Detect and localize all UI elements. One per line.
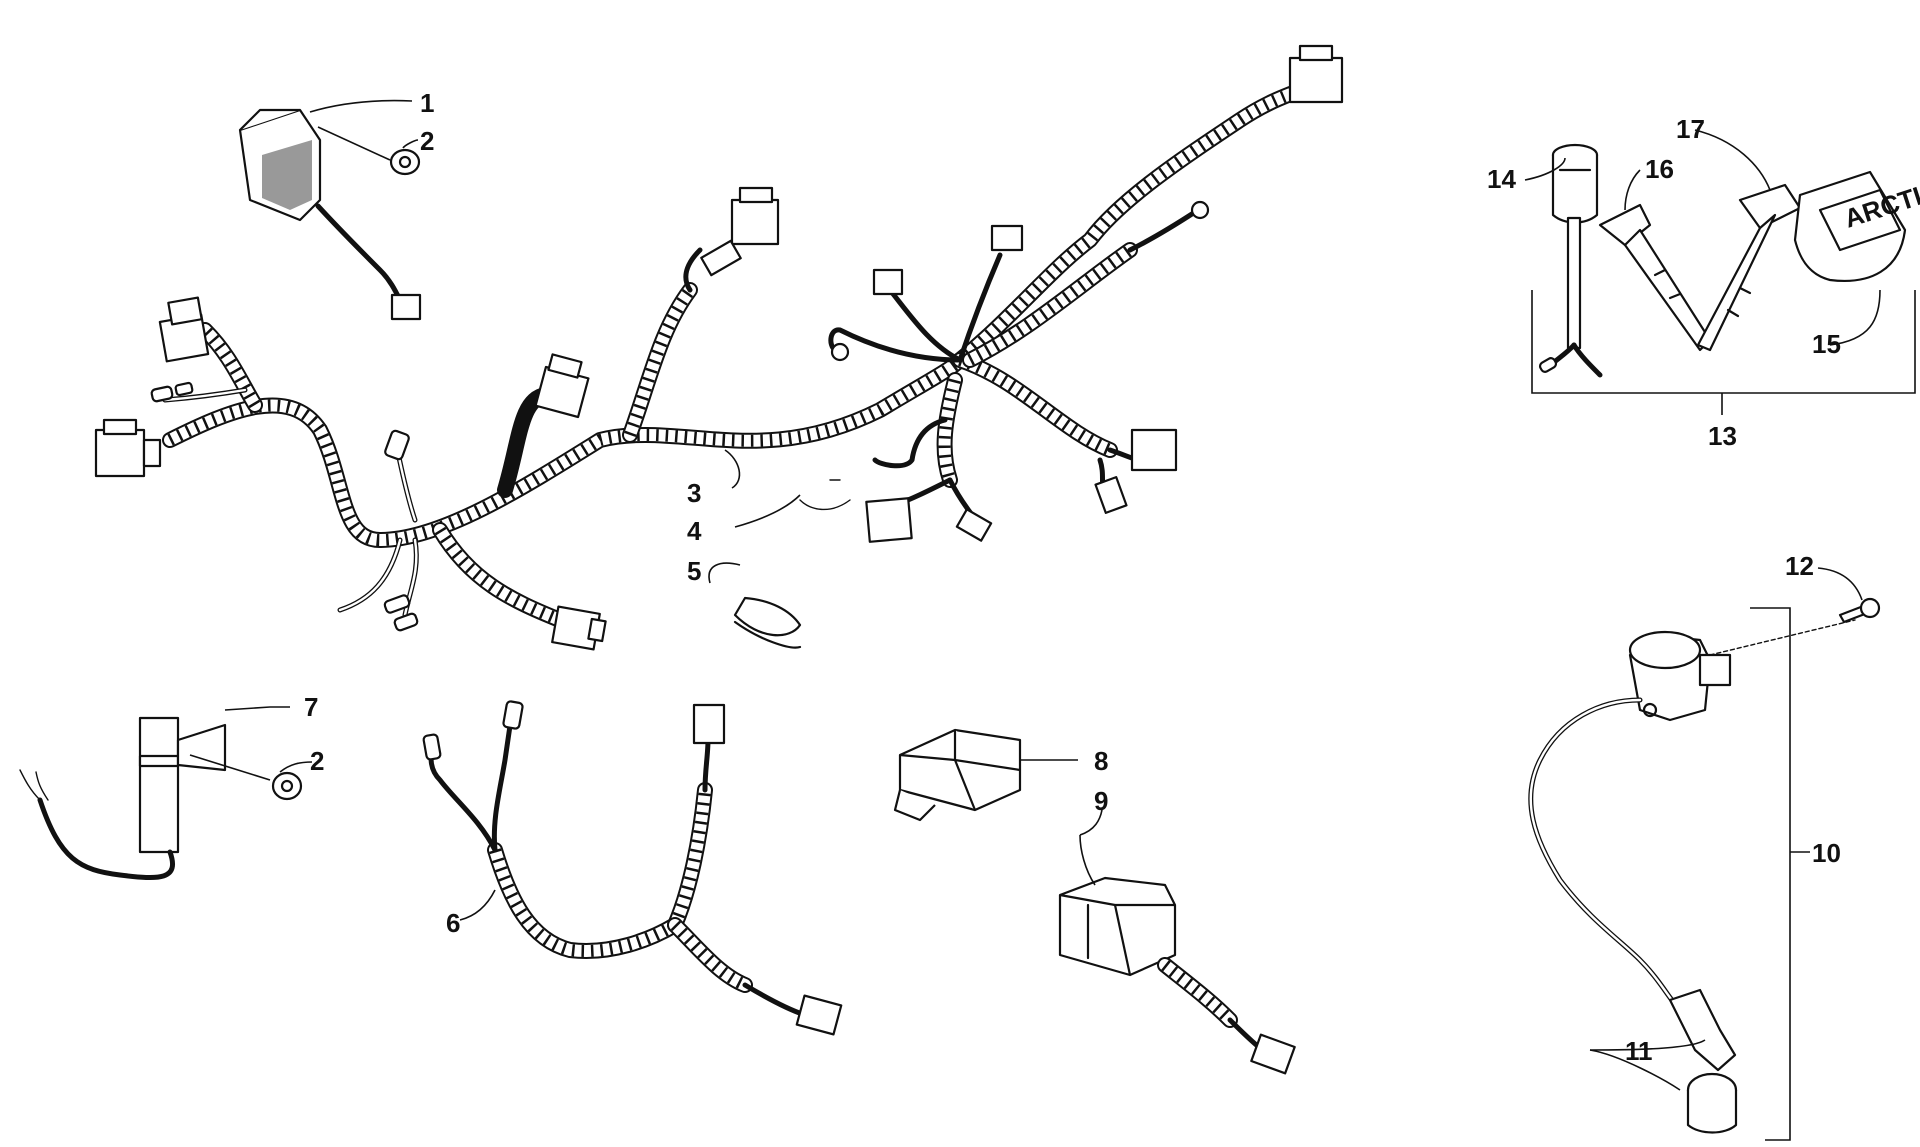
connector-leaf-5: [733, 596, 802, 649]
main-wiring-harness: [94, 44, 1344, 651]
bracket-10: [1750, 607, 1810, 1141]
connector-mid-left: [534, 353, 590, 419]
connector-center-small-1: [872, 268, 904, 296]
callout-7: 7: [304, 692, 318, 722]
key-fob-15: ARCTIC CAT: [1793, 157, 1920, 282]
callout-9: 9: [1094, 786, 1108, 816]
callout-2-lower: 2: [310, 746, 324, 776]
ignition-switch-14: [1538, 143, 1603, 378]
key-17: [1696, 183, 1802, 352]
callout-4: 4: [687, 516, 702, 546]
callout-8: 8: [1094, 746, 1108, 776]
callout-13: 13: [1708, 421, 1737, 451]
connector-left: [94, 418, 162, 478]
nut-upper: [389, 148, 421, 176]
switch-7: [19, 716, 227, 881]
terminal-bottom-left: [383, 429, 419, 632]
connector-upper-left: [158, 296, 210, 363]
connector-lower-center: [551, 605, 607, 651]
callout-10: 10: [1812, 838, 1841, 868]
callout-3: 3: [687, 478, 701, 508]
ignition-coil-10: [1528, 619, 1856, 1134]
connector-right-hub: [1094, 428, 1178, 514]
callout-15: 15: [1812, 329, 1841, 359]
leader-lines: [189, 99, 1881, 1091]
nut-lower: [271, 771, 303, 801]
connector-center-small-2: [990, 224, 1024, 252]
regulator: [238, 108, 422, 321]
sub-harness-6: [422, 700, 843, 1036]
callout-2-upper: 2: [420, 126, 434, 156]
connector-top-right: [1288, 44, 1344, 104]
connector-mid-top: [700, 186, 780, 277]
callout-5: 5: [687, 556, 701, 586]
callout-16: 16: [1645, 154, 1674, 184]
connector-lower-hub: [865, 497, 993, 543]
relay-9: [1058, 876, 1296, 1075]
screw-12: [1838, 597, 1881, 624]
callout-17: 17: [1676, 114, 1705, 144]
relay-8: [893, 728, 1022, 822]
callout-1: 1: [420, 88, 434, 118]
key-16: [1598, 203, 1712, 352]
terminal-left: [150, 381, 194, 403]
callout-numbers: 1 2 3 4 5 6 7 2 8 9 10 11 12 13 14 15 16…: [304, 88, 1841, 1066]
callout-14: 14: [1487, 164, 1516, 194]
callout-11: 11: [1625, 1036, 1653, 1066]
callout-6: 6: [446, 908, 460, 938]
bracket-13: [1531, 290, 1916, 415]
callout-12: 12: [1785, 551, 1814, 581]
